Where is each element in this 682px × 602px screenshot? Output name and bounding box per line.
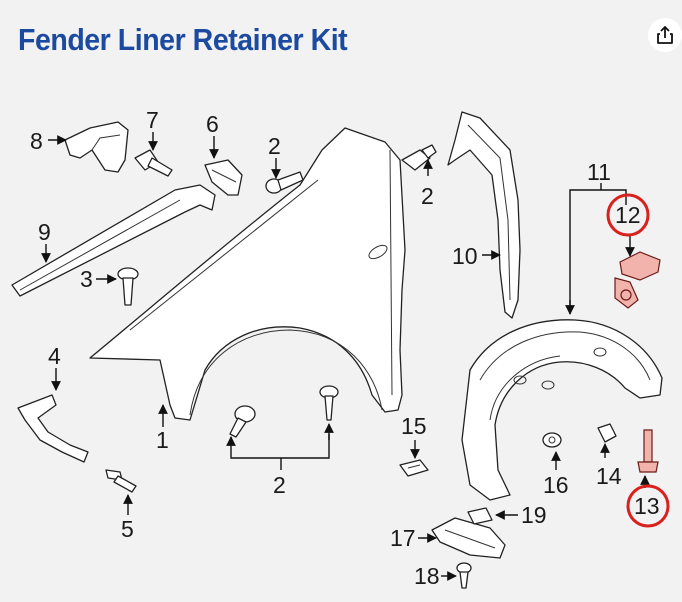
clip-nut-part-15	[399, 459, 429, 477]
callout-17: 17	[390, 525, 416, 551]
callout-13: 13	[634, 493, 660, 519]
leader-lines	[41, 132, 650, 581]
screw-part-2-top	[265, 171, 304, 194]
nut-part-16	[542, 432, 562, 448]
callout-14: 14	[596, 463, 622, 489]
callout-11: 11	[587, 159, 611, 185]
clip-part-19	[467, 507, 493, 525]
callout-12-highlight	[606, 193, 650, 237]
callout-6: 6	[206, 111, 219, 137]
callout-13-highlight	[626, 484, 670, 528]
callout-9: 9	[38, 219, 51, 245]
bolt-part-7	[134, 149, 173, 177]
callout-18: 18	[414, 563, 440, 589]
seal-part-10	[447, 111, 521, 319]
screw-part-13	[637, 429, 659, 473]
callout-10: 10	[452, 243, 478, 269]
callout-2-right: 2	[421, 183, 434, 209]
share-button[interactable]	[648, 18, 682, 52]
bracket-part-4	[17, 394, 89, 463]
callout-12: 12	[615, 202, 641, 228]
bracket-part-6	[204, 159, 243, 196]
callout-19: 19	[521, 502, 547, 528]
callout-16: 16	[543, 472, 569, 498]
bracket-part-8	[64, 121, 129, 173]
liner-clip-part-12	[614, 251, 661, 309]
screw-part-2-bottom-right	[319, 385, 339, 421]
screw-part-2-bottom-left	[229, 405, 256, 438]
callout-5: 5	[121, 516, 134, 542]
fender-liner-part-11	[461, 319, 663, 501]
callout-15: 15	[401, 413, 427, 439]
callout-4: 4	[48, 343, 61, 369]
screw-part-3	[117, 267, 139, 306]
screw-part-18	[456, 562, 472, 589]
callout-2-top: 2	[268, 133, 281, 159]
push-pin-part-14	[597, 423, 617, 443]
bracket-part-17	[431, 517, 506, 559]
share-icon	[657, 26, 673, 44]
callout-7: 7	[146, 107, 159, 133]
screw-part-5	[105, 469, 137, 493]
callout-1: 1	[156, 427, 169, 453]
screw-part-2-right	[401, 144, 437, 171]
callout-8: 8	[30, 128, 43, 154]
kit-title: Fender Liner Retainer Kit	[18, 22, 348, 57]
callout-labels: 8 7 6 2 9 3 4 1 5 2 2 10 11 12 15 16 14 …	[30, 107, 660, 589]
front-fender-part-1	[89, 127, 406, 421]
callout-2-bottom: 2	[273, 472, 286, 498]
callout-3: 3	[80, 266, 93, 292]
trim-strip-part-9	[11, 184, 216, 297]
